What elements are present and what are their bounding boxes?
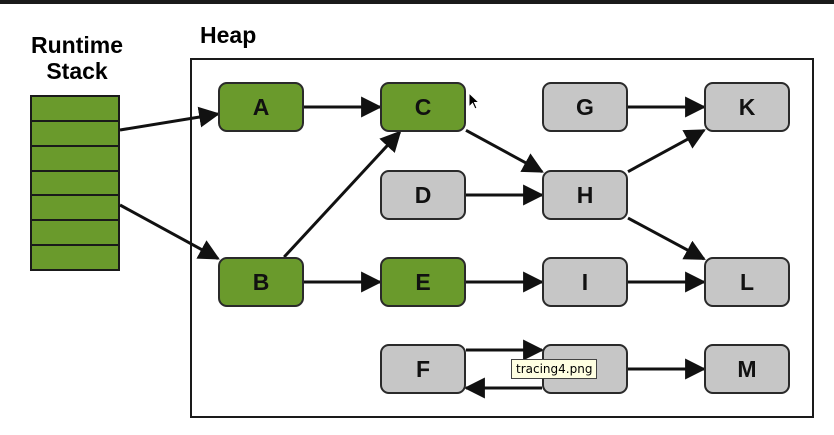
edge-h-to-l — [627, 216, 706, 261]
object-h: H — [542, 170, 628, 220]
object-a: A — [218, 82, 304, 132]
stack-slot — [32, 121, 118, 147]
stack-slot — [32, 246, 118, 270]
object-b: B — [218, 257, 304, 307]
stack-slot — [32, 146, 118, 172]
object-g: G — [542, 82, 628, 132]
stack-slot — [32, 196, 118, 222]
edge-b-to-c — [283, 130, 402, 259]
edge-stack-to-b — [119, 203, 220, 260]
runtime-stack-title-line2: Stack — [46, 58, 108, 84]
runtime-stack-title-line1: Runtime — [31, 32, 123, 58]
file-tooltip: tracing4.png — [511, 359, 598, 379]
object-l: L — [704, 257, 790, 307]
object-k: K — [704, 82, 790, 132]
top-rule — [0, 0, 834, 4]
object-d: D — [380, 170, 466, 220]
object-e: E — [380, 257, 466, 307]
stack-slot — [32, 221, 118, 247]
object-c: C — [380, 82, 466, 132]
object-m: M — [704, 344, 790, 394]
edge-h-to-k — [627, 129, 706, 173]
runtime-stack — [30, 95, 120, 271]
heap-region — [190, 58, 814, 418]
stack-slot — [32, 171, 118, 197]
stack-slot — [32, 97, 118, 122]
runtime-stack-title: Runtime Stack — [14, 32, 140, 84]
edge-stack-to-a — [119, 106, 221, 132]
mouse-cursor-icon — [468, 92, 481, 110]
object-i: I — [542, 257, 628, 307]
object-f: F — [380, 344, 466, 394]
edge-c-to-h — [465, 129, 544, 173]
heap-title: Heap — [200, 22, 257, 48]
